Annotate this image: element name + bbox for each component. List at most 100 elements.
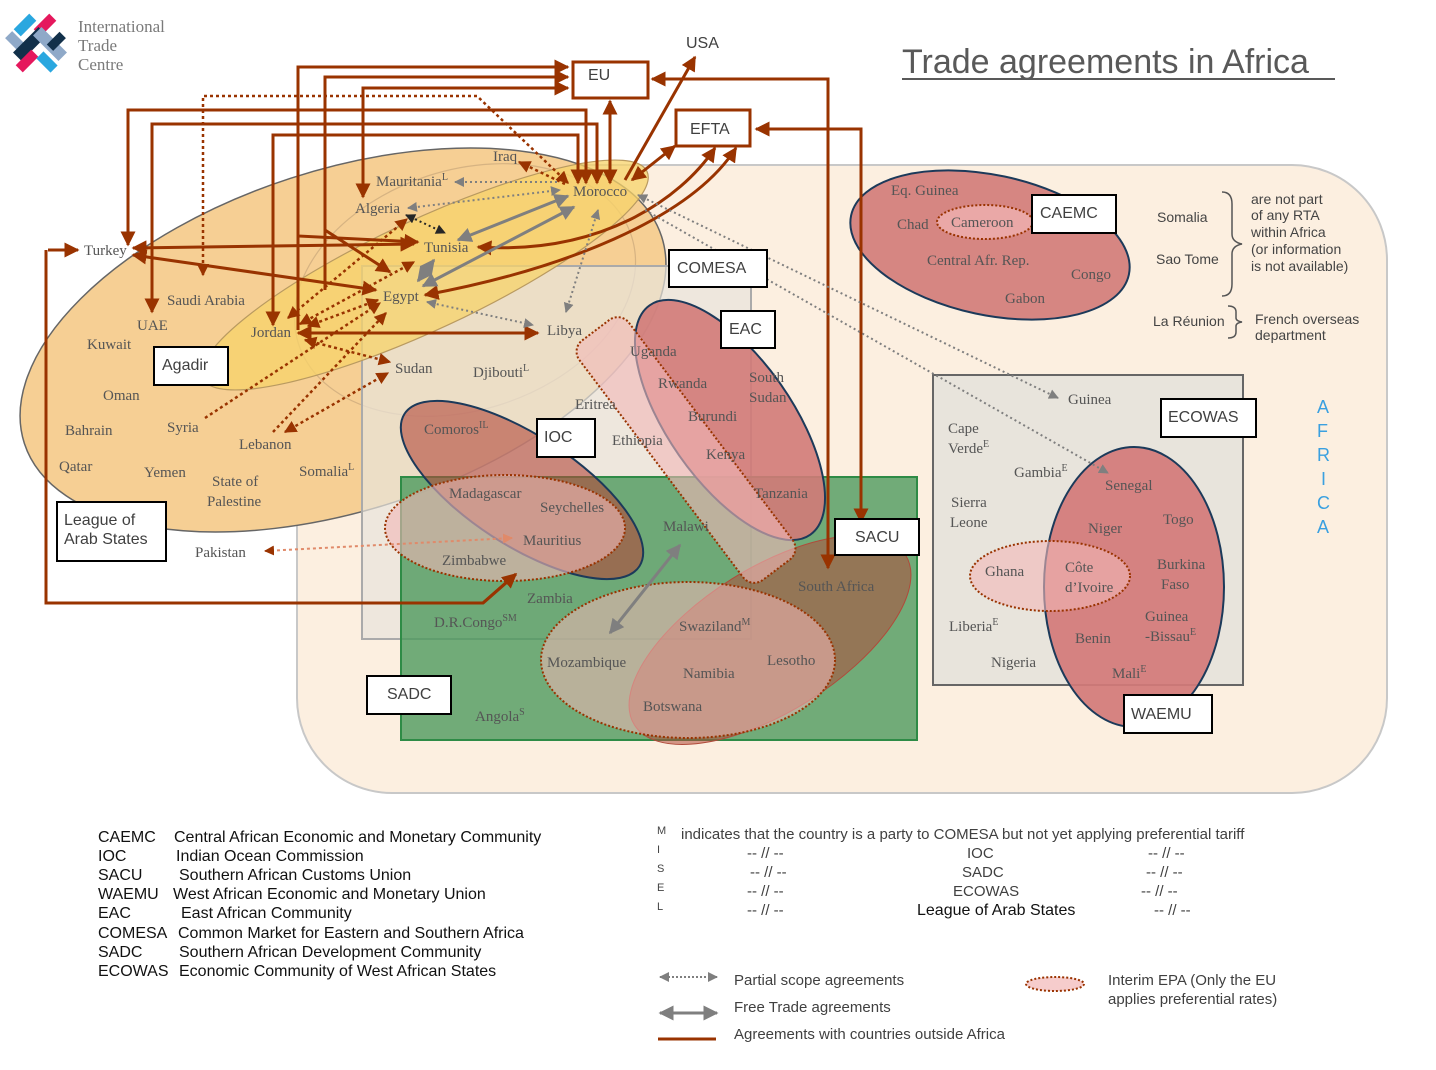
note-not-part-2: of any RTA (1251, 207, 1320, 223)
country-iraq: Iraq (493, 149, 518, 165)
west-africa-epa-ellipse (969, 540, 1131, 612)
epa-swatch (1025, 976, 1085, 992)
ditto: -- // -- (1154, 902, 1191, 919)
africa-letter: A (1317, 517, 1329, 537)
country-bahrain: Bahrain (65, 423, 113, 439)
country-liberia: LiberiaE (949, 617, 998, 635)
ioc-box (536, 418, 596, 458)
note-sao-tome: Sao Tome (1156, 251, 1219, 267)
note-french-1: French overseas (1255, 311, 1359, 327)
logo-mark-icon (5, 13, 67, 73)
side-notes: Somalia Sao Tome are not part of any RTA… (1153, 191, 1359, 343)
morocco-egypt-fta (421, 205, 576, 288)
morocco-senegal-line (644, 209, 1109, 474)
sacu-label: SACU (855, 529, 899, 546)
eu-label: EU (588, 67, 610, 84)
country-kuwait: Kuwait (87, 337, 132, 353)
country-guinea-bissau-1: Guinea (1145, 609, 1189, 625)
country-car: Central Afr. Rep. (927, 253, 1029, 269)
arab-league-label-1: League of (64, 512, 136, 529)
country-cote-2: d’Ivoire (1065, 580, 1114, 596)
country-sudan: Sudan (395, 361, 433, 377)
country-guinea: Guinea (1068, 392, 1112, 408)
partial-scope-label: Partial scope agreements (734, 972, 904, 989)
sup-org: League of Arab States (917, 902, 1075, 919)
country-south-africa: South Africa (798, 579, 875, 595)
sup-org: ECOWAS (953, 883, 1019, 900)
comesa-box (668, 249, 768, 288)
ditto: -- // -- (747, 883, 784, 900)
country-labels: Iraq MauritaniaL Morocco Algeria Tunisia… (59, 149, 1206, 725)
fta-label: Free Trade agreements (734, 999, 891, 1016)
country-mauritius: Mauritius (523, 533, 581, 549)
epa-label-1: Interim EPA (Only the EU (1108, 972, 1276, 989)
note-not-part-5: is not available) (1251, 258, 1348, 274)
country-burkina-1: Burkina (1157, 557, 1206, 573)
logo-text-line2: Trade (78, 36, 117, 55)
itc-logo: International Trade Centre (5, 13, 165, 74)
sup-letter: S (657, 863, 664, 875)
efta-box (674, 108, 752, 148)
eac-label: EAC (729, 321, 762, 338)
country-uganda: Uganda (630, 344, 677, 360)
sup-letter: L (657, 901, 663, 913)
country-burundi: Burundi (688, 409, 737, 425)
ditto: -- // -- (1148, 845, 1185, 862)
country-burkina-2: Faso (1161, 577, 1189, 593)
mauritius-arrowhead (482, 572, 518, 605)
country-zimbabwe: Zimbabwe (442, 553, 506, 569)
country-sierra-leone-1: Sierra (951, 495, 987, 511)
country-guinea-bissau-2: -BissauE (1145, 627, 1196, 645)
outside-label: Agreements with countries outside Africa (734, 1026, 1006, 1043)
africa-letter: A (1317, 397, 1329, 417)
country-kenya: Kenya (706, 447, 745, 463)
country-tunisia: Tunisia (424, 240, 469, 256)
country-namibia: Namibia (683, 666, 735, 682)
note-somalia: Somalia (1157, 209, 1208, 225)
country-senegal: Senegal (1105, 478, 1152, 494)
country-qatar: Qatar (59, 459, 92, 475)
syria-egypt-dotted (204, 301, 382, 420)
country-togo: Togo (1163, 512, 1194, 528)
algeria-eu-line (355, 80, 570, 199)
sup-note-text: indicates that the country is a party to… (681, 826, 1245, 843)
ditto: -- // -- (747, 902, 784, 919)
country-libya: Libya (547, 323, 582, 339)
ditto: -- // -- (1146, 864, 1183, 881)
country-swaziland: SwazilandM (679, 617, 750, 635)
note-not-part-4: (or information (1251, 241, 1341, 257)
country-palestine-2: Palestine (207, 494, 261, 510)
africa-vertical-label: A F R I C A (1317, 397, 1330, 537)
superscript-notes: M indicates that the country is a party … (657, 825, 1245, 919)
country-madagascar: Madagascar (449, 486, 521, 502)
country-mauritania: MauritaniaL (376, 172, 448, 190)
country-cape-verde-2: VerdeE (948, 439, 989, 457)
country-comoros: ComorosIL (424, 420, 488, 438)
ditto: -- // -- (1141, 883, 1178, 900)
line-legend: Partial scope agreements Free Trade agre… (658, 972, 1277, 1043)
country-congo: Congo (1071, 267, 1111, 283)
country-angola: AngolaS (475, 707, 525, 725)
jordan-egypt-dotted (306, 298, 380, 328)
country-egypt: Egypt (383, 289, 420, 305)
country-jordan: Jordan (251, 325, 291, 341)
country-chad: Chad (897, 217, 929, 233)
country-south-sudan-2: Sudan (749, 390, 787, 406)
jordan-sudan-dotted (303, 336, 392, 366)
note-french-2: department (1255, 327, 1326, 343)
sup-letter: M (657, 825, 666, 837)
sup-org: SADC (962, 864, 1004, 881)
arab-league-box (56, 501, 167, 562)
ditto: -- // -- (750, 864, 787, 881)
country-malawi: Malawi (663, 519, 709, 535)
ditto: -- // -- (747, 845, 784, 862)
brace-icon (1221, 191, 1243, 297)
pakistan-mauritius-line (264, 533, 513, 556)
country-gabon: Gabon (1005, 291, 1045, 307)
